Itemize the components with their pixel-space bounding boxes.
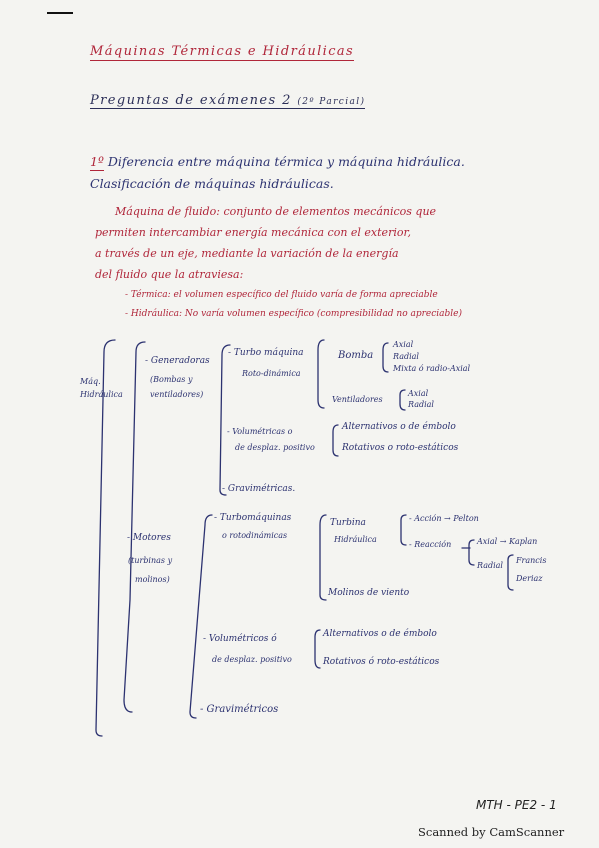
definition-line-1: Máquina de fluido: conjunto de elementos… <box>115 205 437 218</box>
node-ventiladores: Ventiladores <box>332 395 383 404</box>
node-francis: Francis <box>516 556 547 565</box>
node-vent-axial: Axial <box>408 389 429 398</box>
page-subtitle: Preguntas de exámenes 2 (2º Parcial) <box>90 93 366 109</box>
node-volumetricas-1: - Volumétricas o <box>227 427 293 436</box>
node-generadoras: - Generadoras <box>145 356 210 366</box>
node-axial-kaplan: Axial → Kaplan <box>477 537 538 546</box>
node-radial: Radial <box>477 561 503 570</box>
node-generadoras-sub2: ventiladores) <box>150 390 204 399</box>
definition-termica: - Térmica: el volumen específico del flu… <box>125 290 438 300</box>
node-rotativos-1: Rotativos o roto-estáticos <box>342 443 459 453</box>
node-bomba: Bomba <box>338 350 374 361</box>
scanner-watermark: Scanned by CamScanner <box>418 825 565 839</box>
node-motores: - Motores <box>127 533 171 543</box>
definition-line-4: del fluido que la atraviesa: <box>95 268 244 281</box>
definition-line-2: permiten intercambiar energía mecánica c… <box>95 226 412 239</box>
definition-line-3: a través de un eje, mediante la variació… <box>95 247 399 260</box>
node-alternativos-1: Alternativos o de émbolo <box>342 422 456 432</box>
node-turbomaquinas2a: - Turbomáquinas <box>214 513 292 523</box>
node-turbomaquinas2b: o rotodinámicas <box>222 531 288 540</box>
node-motores-sub1: (turbinas y <box>128 556 173 565</box>
tree-root: Máq. Hidráulica <box>80 377 123 399</box>
node-reaccion: - Reacción <box>409 540 452 549</box>
top-dash-mark <box>47 12 73 14</box>
node-rotativos-2: Rotativos ó roto-estáticos <box>323 657 440 667</box>
node-molinos: Molinos de viento <box>328 588 410 598</box>
node-generadoras-sub1: (Bombas y <box>150 375 193 384</box>
node-vent-radial: Radial <box>408 400 434 409</box>
node-turbina-1: Turbina <box>330 518 366 528</box>
node-gravimetricos: - Gravimétricos <box>200 704 279 715</box>
node-turbomaquina: - Turbo máquina <box>228 348 304 358</box>
node-volumetricos-b1: - Volumétricos ó <box>203 634 277 644</box>
question-line-1: 1º Diferencia entre máquina térmica y má… <box>90 154 465 171</box>
node-accion: - Acción → Pelton <box>409 514 479 523</box>
node-bomba-radial: Radial <box>393 352 419 361</box>
node-volumetricas-2: de desplaz. positivo <box>235 443 315 452</box>
node-turbina-2: Hidráulica <box>334 535 377 544</box>
node-bomba-mixta: Mixta ó radio-Axial <box>393 364 471 373</box>
page-code: MTH - PE2 - 1 <box>476 798 557 812</box>
node-alternativos-2: Alternativos o de émbolo <box>323 629 437 639</box>
node-deriaz: Deriaz <box>516 574 543 583</box>
node-gravimetricas: - Gravimétricas. <box>222 484 296 494</box>
node-rotodinamica: Roto-dinámica <box>242 369 301 378</box>
question-line-2: Clasificación de máquinas hidráulicas. <box>90 176 334 191</box>
page-title: Máquinas Térmicas e Hidráulicas <box>90 44 355 61</box>
definition-hidraulica: - Hidráulica: No varía volumen específic… <box>125 309 463 319</box>
node-motores-sub2: molinos) <box>135 575 170 584</box>
node-bomba-axial: Axial <box>393 340 414 349</box>
node-volumetricos-b2: de desplaz. positivo <box>212 655 292 664</box>
